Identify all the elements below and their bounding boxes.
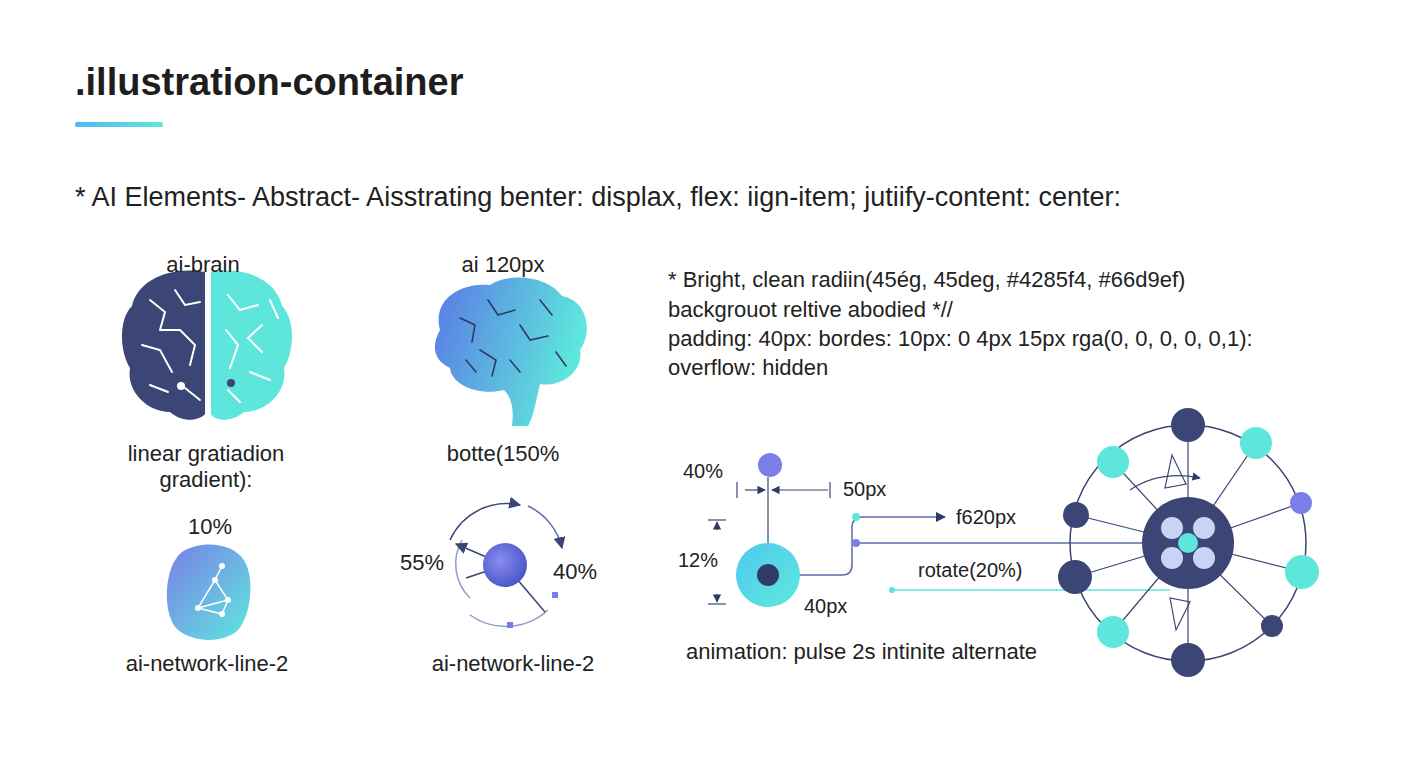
illustration-shape xyxy=(829,482,830,498)
illustration-shape xyxy=(745,489,765,490)
illustration-shape xyxy=(528,506,562,548)
illustration-shape xyxy=(1165,455,1186,488)
dimension-label: f620px xyxy=(956,505,1016,529)
illustration-shape xyxy=(1130,476,1200,490)
illustration-shape xyxy=(758,453,782,477)
illustration-shape xyxy=(435,277,587,426)
illustration-shape xyxy=(1063,502,1089,528)
illustration-shape xyxy=(435,277,587,426)
dimension-label: 12% xyxy=(678,548,718,572)
illustration-shape xyxy=(1058,408,1319,677)
element-label: linear gratiadion gradient): xyxy=(106,441,306,494)
illustration-shape xyxy=(852,539,860,547)
illustration-shape xyxy=(736,543,800,607)
illustration-shape xyxy=(75,122,163,127)
illustration-shape xyxy=(450,504,562,627)
illustration-shape xyxy=(716,522,717,530)
illustration-shape xyxy=(1076,515,1188,543)
page-title: .illustration-container xyxy=(75,60,463,106)
animation-label: animation: pulse 2s intinite alternate xyxy=(686,639,1037,665)
illustration-shape xyxy=(460,300,566,376)
illustration-shape xyxy=(552,592,558,598)
illustration-shape xyxy=(1170,598,1190,630)
illustration-shape xyxy=(450,504,520,540)
illustration-shape xyxy=(198,566,228,614)
illustration-shape xyxy=(1142,497,1234,589)
code-note: padding: 40px: bordes: 10px: 0 4px 15px … xyxy=(668,326,1253,352)
illustration-shape xyxy=(708,519,726,520)
illustration-shape xyxy=(1070,425,1306,661)
element-label: ai-network-line-2 xyxy=(126,651,289,677)
illustration-shape xyxy=(195,563,231,617)
illustration-shape xyxy=(122,271,292,420)
illustration-shape xyxy=(177,382,185,390)
illustration-shape xyxy=(767,477,768,545)
illustration-shape xyxy=(1285,555,1319,589)
element-label: botte(150% xyxy=(447,441,560,467)
percent-label: 10% xyxy=(188,514,232,540)
illustration-shape xyxy=(167,544,251,639)
illustration-shape xyxy=(122,271,205,420)
element-label: ai 120px xyxy=(461,252,544,278)
illustration-shape xyxy=(1097,616,1129,648)
illustration-shape xyxy=(1290,492,1312,514)
illustration-shape xyxy=(1193,547,1215,569)
code-note: * Bright, clean radiin(45ég, 45deg, #428… xyxy=(668,267,1185,293)
illustration-shape xyxy=(1188,543,1302,572)
code-note: backgrouot reltive abodied *// xyxy=(668,297,953,323)
illustration-shape xyxy=(227,379,235,387)
illustration-shape xyxy=(1161,547,1183,569)
dimension-label: 50px xyxy=(843,477,886,501)
percent-label: 55% xyxy=(400,550,444,576)
illustration-shape xyxy=(212,577,218,583)
illustration-shape xyxy=(507,622,513,628)
illustration-shape xyxy=(1171,408,1205,442)
illustration-shape xyxy=(716,594,717,602)
illustration-shape xyxy=(852,513,860,521)
code-note: overflow: hidden xyxy=(668,355,828,381)
illustration-shape xyxy=(1075,425,1302,660)
illustration-shape xyxy=(1097,446,1129,478)
illustration-shape xyxy=(226,295,278,402)
illustration-shape xyxy=(198,566,228,614)
illustration-shape xyxy=(757,564,779,586)
illustration-shape xyxy=(1161,517,1183,539)
illustration-shape xyxy=(142,290,278,402)
illustration-shape xyxy=(1193,517,1215,539)
illustration-shape xyxy=(772,489,828,490)
element-label: ai-brain xyxy=(166,252,239,278)
illustration-shape xyxy=(1178,533,1198,553)
illustration-shape xyxy=(856,542,1170,544)
illustration-shape xyxy=(1261,615,1283,637)
illustration-shape xyxy=(1058,408,1319,677)
illustration-shape xyxy=(1058,560,1092,594)
illustration-shape xyxy=(225,597,231,603)
illustration-shape xyxy=(708,603,726,604)
illustration-shape xyxy=(708,477,830,604)
illustration-shape xyxy=(892,589,1170,591)
illustration-shape xyxy=(460,300,566,376)
illustration-shape xyxy=(211,271,292,420)
transform-label: rotate(20%) xyxy=(918,558,1023,582)
illustration-shape xyxy=(483,543,527,587)
dimension-label: 40px xyxy=(804,594,847,618)
illustration-shape xyxy=(1240,427,1272,459)
illustration-shape xyxy=(167,544,251,639)
illustration-shape xyxy=(142,290,200,400)
note-text: * AI Elements- Abstract- Aisstrating ben… xyxy=(75,181,1121,213)
percent-label: 40% xyxy=(553,559,597,585)
illustration-shape xyxy=(1171,643,1205,677)
illustration-shape xyxy=(219,563,225,569)
illustration-shape xyxy=(195,605,201,611)
dimension-label: 40% xyxy=(683,459,723,483)
illustration-shape xyxy=(219,611,225,617)
illustration-shape xyxy=(889,587,895,593)
illustration-shape xyxy=(736,482,737,498)
element-label: ai-network-line-2 xyxy=(432,651,595,677)
